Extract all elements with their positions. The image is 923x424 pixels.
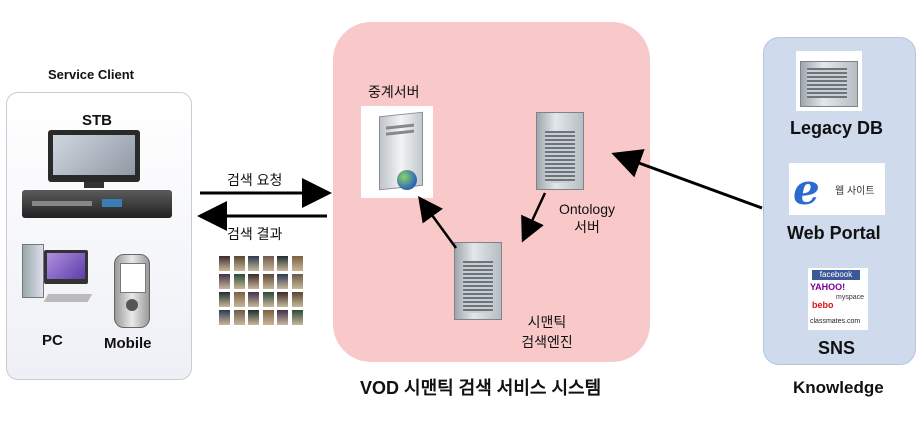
poster-thumbnail (262, 292, 274, 307)
poster-thumbnail (219, 274, 230, 289)
sns-logos-icon: facebook YAHOO! myspace bebo classmates.… (808, 268, 868, 330)
poster-thumbnail (219, 292, 230, 307)
poster-thumbnail (262, 310, 274, 325)
service-client-title: Service Client (48, 67, 134, 82)
semantic-search-engine-label: 시맨틱 검색엔진 (521, 314, 573, 350)
poster-thumbnail (291, 256, 303, 271)
poster-thumbnail (277, 292, 288, 307)
bebo-logo: bebo (812, 300, 834, 310)
relay-server-icon (361, 106, 433, 198)
myspace-logo: myspace (836, 294, 865, 301)
classmates-logo: classmates.com (810, 318, 861, 325)
search-request-label: 검색 요청 (227, 172, 283, 188)
stb-label: STB (82, 112, 112, 129)
poster-thumbnail (219, 310, 230, 325)
poster-thumbnail (219, 256, 230, 271)
poster-thumbnail (233, 274, 245, 289)
poster-thumbnail (262, 256, 274, 271)
poster-thumbnail (233, 256, 245, 271)
poster-thumbnail (291, 274, 303, 289)
web-portal-icon: e 웹 사이트 (789, 163, 885, 215)
poster-thumbnail (262, 274, 274, 289)
poster-thumbnail (248, 310, 259, 325)
stb-icon (22, 190, 172, 218)
pc-label: PC (42, 332, 63, 349)
poster-thumbnail (248, 274, 259, 289)
web-portal-logo-text: 웹 사이트 (835, 186, 875, 197)
mobile-icon (114, 254, 150, 328)
sns-label: SNS (818, 338, 856, 358)
system-caption: VOD 시맨틱 검색 서비스 시스템 (360, 378, 602, 398)
poster-thumbnail (248, 256, 259, 271)
poster-thumbnail (291, 292, 303, 307)
relay-server-label: 중계서버 (368, 84, 420, 100)
tv-icon (48, 130, 140, 182)
semantic-search-engine-icon (454, 242, 502, 320)
legacy-db-icon (796, 51, 862, 111)
legacy-db-label: Legacy DB (790, 118, 884, 138)
facebook-logo: facebook (812, 270, 860, 280)
ontology-server-icon (536, 112, 584, 190)
mobile-label: Mobile (104, 335, 152, 352)
vod-poster-thumbnails (219, 256, 307, 328)
poster-thumbnail (248, 292, 259, 307)
poster-thumbnail (277, 310, 288, 325)
web-portal-label: Web Portal (787, 223, 881, 243)
poster-thumbnail (233, 310, 245, 325)
poster-thumbnail (233, 292, 245, 307)
pc-icon (22, 244, 93, 306)
yahoo-logo: YAHOO! (810, 282, 846, 292)
knowledge-caption: Knowledge (793, 378, 884, 397)
poster-thumbnail (291, 310, 303, 325)
search-result-label: 검색 결과 (227, 226, 283, 242)
poster-thumbnail (277, 274, 288, 289)
ontology-server-label: Ontology 서버 (558, 201, 616, 235)
poster-thumbnail (277, 256, 288, 271)
